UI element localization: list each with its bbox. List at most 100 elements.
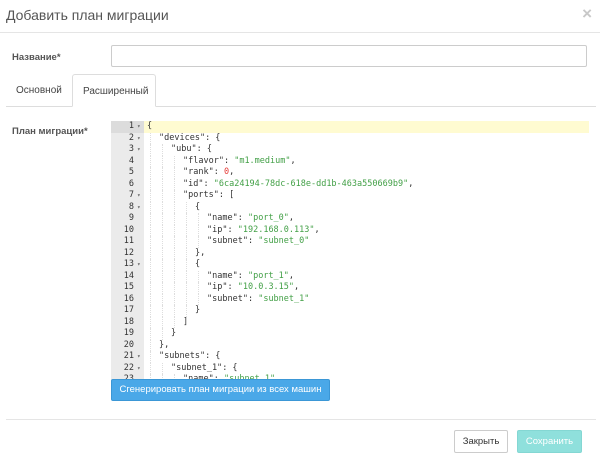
- code-text: "devices": {: [159, 133, 220, 145]
- indent-guide: [162, 224, 163, 236]
- indent-guide: [162, 247, 163, 259]
- code-text: }: [195, 305, 200, 317]
- save-button[interactable]: Сохранить: [517, 430, 582, 453]
- fold-arrow-icon[interactable]: ▾: [137, 123, 141, 130]
- code-token: 0: [223, 167, 230, 177]
- indent-guide: [162, 144, 163, 156]
- indent-guide: [162, 293, 163, 305]
- line-number: 8: [128, 201, 134, 212]
- code-token: {: [195, 201, 201, 212]
- code-text: "ports": [: [183, 190, 234, 202]
- code-token: "subnet_1": [258, 293, 310, 304]
- code-token: : {: [222, 362, 238, 373]
- line-number: 3: [128, 144, 134, 154]
- indent-guide: [174, 270, 175, 282]
- code-token: }: [195, 305, 201, 315]
- indent-guide: [162, 374, 163, 381]
- code-token: {: [195, 259, 201, 269]
- code-token: "name": [207, 270, 238, 281]
- code-token: :: [227, 224, 238, 235]
- code-line: 16"subnet": "subnet_1": [111, 293, 589, 305]
- name-label: Название*: [12, 52, 61, 63]
- fold-arrow-icon[interactable]: ▾: [137, 134, 141, 142]
- indent-guide: [150, 190, 151, 202]
- code-token: ,: [290, 155, 296, 166]
- dialog-header: Добавить план миграции ×: [0, 0, 600, 33]
- code-text: "ip": "192.168.0.113",: [207, 225, 320, 237]
- indent-guide: [198, 282, 199, 294]
- close-icon[interactable]: ×: [582, 4, 592, 23]
- indent-guide: [150, 167, 151, 179]
- indent-guide: [162, 316, 163, 328]
- fold-arrow-icon[interactable]: ▾: [137, 364, 141, 372]
- code-token: ,: [275, 374, 281, 381]
- indent-guide: [174, 178, 175, 190]
- indent-guide: [150, 247, 151, 259]
- indent-guide: [174, 190, 175, 202]
- generate-plan-button[interactable]: Сгенерировать план миграции из всех маши…: [111, 379, 330, 401]
- indent-guide: [150, 201, 151, 213]
- indent-guide: [150, 213, 151, 225]
- code-line: 23"name": "subnet_1",: [111, 374, 589, 381]
- indent-guide: [174, 201, 175, 213]
- line-number: 2: [128, 132, 134, 143]
- code-token: :: [223, 155, 235, 166]
- line-number: 12: [123, 247, 134, 258]
- code-line: 3▾"ubu": {: [111, 144, 589, 156]
- indent-guide: [150, 339, 151, 351]
- code-line: 4"flavor": "m1.medium",: [111, 155, 589, 167]
- line-number-cell: 20: [111, 340, 144, 352]
- code-token: :: [203, 178, 214, 189]
- fold-arrow-icon[interactable]: ▾: [137, 192, 141, 199]
- fold-arrow-icon[interactable]: ▾: [137, 203, 141, 211]
- indent-guide: [150, 270, 151, 282]
- code-token: ,: [288, 270, 295, 281]
- code-token: "192.168.0.113": [237, 224, 315, 235]
- code-line: 14"name": "port_1",: [111, 270, 589, 282]
- line-number-cell: 6: [111, 179, 144, 191]
- indent-guide: [174, 155, 175, 167]
- name-input[interactable]: [111, 45, 587, 67]
- tab-advanced[interactable]: Расширенный: [72, 74, 156, 107]
- code-text: "subnets": {: [159, 351, 220, 363]
- code-editor[interactable]: 1▾{2▾"devices": {3▾"ubu": {4"flavor": "m…: [111, 121, 589, 381]
- editor-gutter: [111, 121, 144, 381]
- code-text: "id": "6ca24194-78dc-618e-dd1b-463a55066…: [183, 179, 413, 191]
- code-text: }: [171, 328, 176, 340]
- line-number-cell: 21▾: [111, 351, 144, 363]
- line-number: 21: [123, 351, 134, 361]
- fold-arrow-icon[interactable]: ▾: [137, 146, 141, 153]
- indent-guide: [150, 155, 151, 167]
- line-number: 17: [123, 305, 134, 315]
- line-number: 20: [123, 339, 134, 350]
- indent-guide: [174, 316, 175, 328]
- code-token: : {: [196, 144, 212, 154]
- code-text: ]: [183, 317, 188, 329]
- code-token: :: [213, 167, 224, 177]
- code-token: ,: [229, 167, 235, 177]
- indent-guide: [150, 259, 151, 271]
- code-token: "ports": [183, 190, 219, 200]
- indent-guide: [186, 270, 187, 282]
- code-token: {: [147, 121, 153, 131]
- line-number: 11: [123, 236, 134, 246]
- indent-guide: [186, 305, 187, 317]
- line-number-cell: 17: [111, 305, 144, 317]
- fold-arrow-icon[interactable]: ▾: [137, 353, 141, 360]
- code-token: :: [247, 293, 259, 304]
- code-text: "subnet": "subnet_0": [207, 236, 309, 248]
- code-token: "flavor": [183, 155, 224, 166]
- code-line: 20},: [111, 339, 589, 352]
- indent-guide: [186, 224, 187, 236]
- code-token: : {: [205, 132, 221, 143]
- fold-arrow-icon[interactable]: ▾: [137, 261, 141, 268]
- indent-guide: [174, 293, 175, 305]
- code-token: "subnets": [159, 351, 206, 361]
- close-button[interactable]: Закрыть: [454, 430, 508, 453]
- code-text: "subnet_1": {: [171, 363, 238, 375]
- indent-guide: [150, 293, 151, 305]
- indent-guide: [174, 167, 175, 179]
- code-token: "subnet": [207, 236, 248, 246]
- code-token: "subnet_1": [223, 374, 276, 381]
- tab-basic[interactable]: Основной: [16, 85, 62, 96]
